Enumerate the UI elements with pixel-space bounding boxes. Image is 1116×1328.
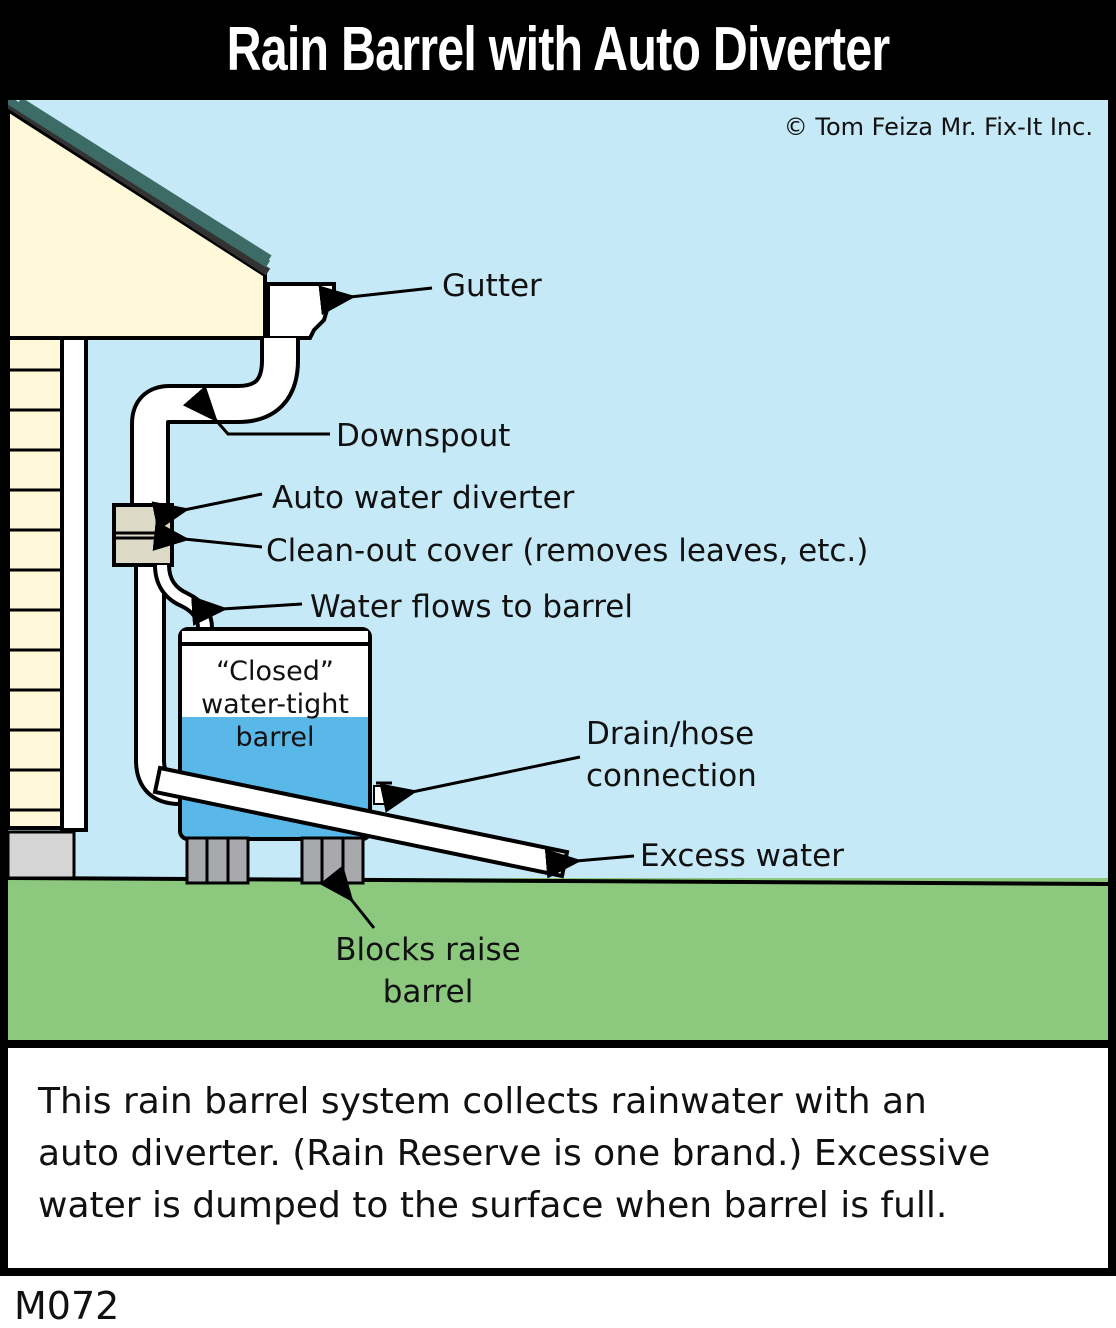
caption-line-1: This rain barrel system collects rainwat… bbox=[38, 1081, 927, 1122]
caption: This rain barrel system collects rainwat… bbox=[38, 1076, 1098, 1232]
label-blocks-1: Blocks raise bbox=[335, 932, 520, 968]
label-gutter: Gutter bbox=[442, 268, 542, 304]
blocks bbox=[185, 836, 365, 885]
title-bar bbox=[0, 0, 1116, 100]
gutter-arrow bbox=[318, 285, 433, 316]
label-drain-2: connection bbox=[586, 758, 757, 794]
excess-arrow bbox=[544, 848, 635, 879]
caption-line-3: water is dumped to the surface when barr… bbox=[38, 1185, 948, 1226]
blocks-arrow bbox=[319, 865, 376, 929]
copyright: © Tom Feiza Mr. Fix-It Inc. bbox=[784, 113, 1093, 141]
cleanout-arrow bbox=[152, 521, 263, 551]
label-barrel-1: “Closed” bbox=[216, 656, 334, 687]
label-drain-1: Drain/hose bbox=[586, 716, 754, 752]
roof bbox=[8, 100, 272, 276]
label-blocks-2: barrel bbox=[383, 974, 474, 1010]
caption-box: This rain barrel system collects rainwat… bbox=[8, 1048, 1108, 1268]
diagram-scene: © Tom Feiza Mr. Fix-It Inc. Gutter Downs… bbox=[8, 100, 1108, 1040]
siding bbox=[8, 336, 88, 880]
page-title: Rain Barrel with Auto Diverter bbox=[226, 15, 891, 84]
label-downspout: Downspout bbox=[336, 418, 510, 454]
drain-arrow bbox=[379, 755, 581, 813]
label-water-flows: Water flows to barrel bbox=[310, 589, 633, 625]
label-clean-out: Clean-out cover (removes leaves, etc.) bbox=[266, 533, 868, 569]
label-auto-diverter: Auto water diverter bbox=[272, 480, 575, 516]
downspout-arrow bbox=[182, 385, 330, 436]
label-excess: Excess water bbox=[640, 838, 844, 874]
grass bbox=[8, 878, 1108, 1040]
diverter-arrow bbox=[151, 492, 263, 531]
caption-line-2: auto diverter. (Rain Reserve is one bran… bbox=[38, 1133, 991, 1174]
auto-diverter bbox=[112, 503, 174, 567]
label-barrel-2: water-tight bbox=[201, 689, 349, 720]
flow-arrow bbox=[191, 595, 303, 626]
label-barrel-3: barrel bbox=[236, 722, 315, 753]
figure-code: M072 bbox=[14, 1284, 120, 1328]
